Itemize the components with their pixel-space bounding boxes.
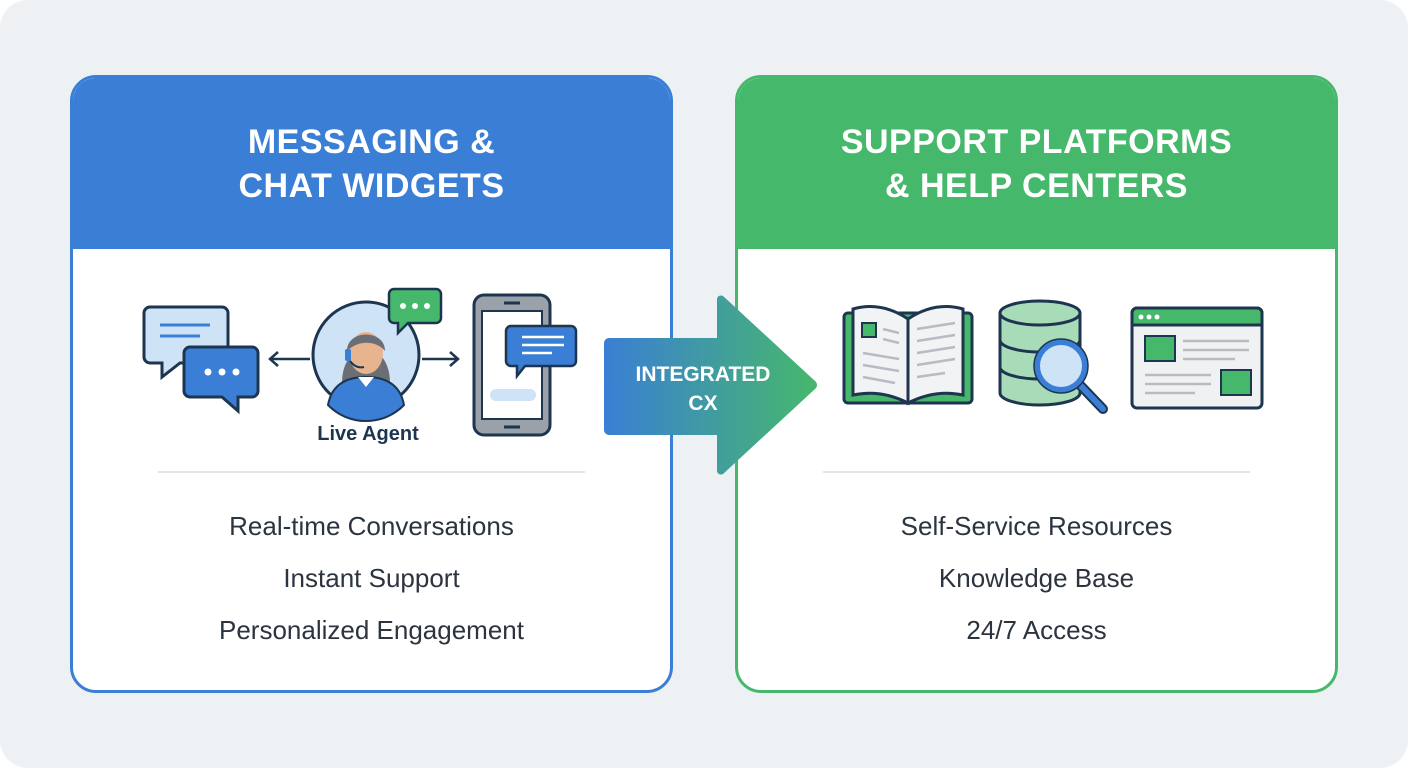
messaging-features: Real-time Conversations Instant Support … (73, 508, 670, 664)
messaging-icons: Live Agent (73, 273, 670, 445)
messaging-card-header: MESSAGING & CHAT WIDGETS (73, 78, 670, 249)
support-title-line1: SUPPORT PLATFORMS (840, 122, 1233, 161)
mobile-phone-icon (472, 293, 578, 437)
messaging-title-line1: MESSAGING & (247, 122, 496, 161)
support-title-line2: & HELP CENTERS (885, 166, 1188, 205)
divider (823, 471, 1250, 473)
integration-arrow-icon (604, 295, 817, 475)
support-icons (738, 273, 1335, 443)
support-card-header: SUPPORT PLATFORMS & HELP CENTERS (738, 78, 1335, 249)
arrow-right-icon (422, 351, 460, 367)
divider (158, 471, 585, 473)
integrated-cx-line1: INTEGRATED (635, 363, 771, 386)
feature-item: Instant Support (283, 563, 460, 593)
live-agent-avatar-icon (311, 300, 421, 423)
feature-item: Knowledge Base (938, 563, 1135, 593)
support-card: SUPPORT PLATFORMS & HELP CENTERS (735, 75, 1338, 693)
feature-item: Self-Service Resources (900, 511, 1173, 541)
typing-bubble-icon (387, 287, 443, 337)
database-search-icon (998, 299, 1108, 414)
chat-bubbles-icon (142, 305, 260, 415)
feature-item: Real-time Conversations (229, 511, 514, 541)
messaging-card: MESSAGING & CHAT WIDGETS (70, 75, 673, 693)
feature-item: 24/7 Access (966, 615, 1107, 645)
open-book-icon (842, 305, 974, 406)
live-agent-label: Live Agent (317, 423, 419, 445)
integrated-cx-label: INTEGRATED CX (612, 360, 794, 418)
feature-item: Personalized Engagement (219, 615, 524, 645)
messaging-title-line2: CHAT WIDGETS (238, 166, 505, 205)
web-page-icon (1130, 306, 1264, 410)
support-features: Self-Service Resources Knowledge Base 24… (738, 508, 1335, 664)
arrow-left-icon (268, 351, 310, 367)
integrated-cx-line2: CX (688, 392, 718, 415)
